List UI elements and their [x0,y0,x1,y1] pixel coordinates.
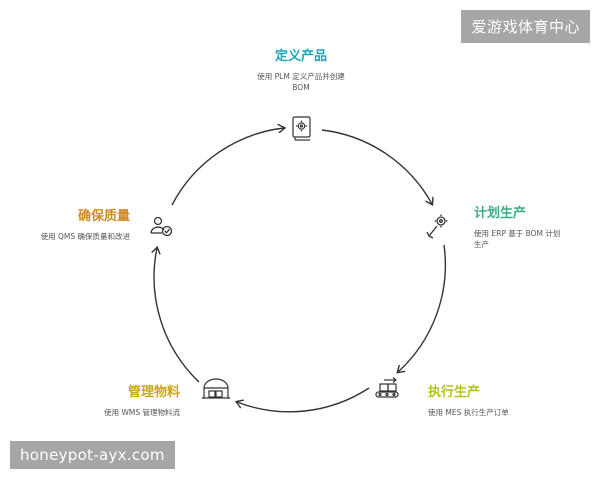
person-check-icon [150,216,173,237]
step-manage-desc: 使用 WMS 管理物料流 [104,408,180,417]
watermark-bottom-left: honeypot-ayx.com [10,441,175,469]
arrow-quality-to-define [171,128,284,206]
arrow-plan-to-execute [398,244,447,372]
warehouse-icon [202,378,230,399]
step-manage-title: 管理物料 [127,385,180,400]
step-define-title: 定义产品 [274,49,327,64]
step-manage: 管理物料 使用 WMS 管理物料流 [70,384,180,418]
watermark-top-right: 爱游戏体育中心 [461,10,590,43]
step-plan-title: 计划生产 [474,206,527,221]
step-execute-title: 执行生产 [428,385,481,400]
arrow-manage-to-quality [154,248,200,383]
step-execute: 执行生产 使用 MES 执行生产订单 [428,384,578,418]
settings-book-icon [292,116,311,141]
arrow-define-to-plan [321,129,432,204]
step-plan: 计划生产 使用 ERP 基于 BOM 计划 生产 [474,205,592,250]
step-execute-desc: 使用 MES 执行生产订单 [428,408,509,417]
step-define: 定义产品 使用 PLM 定义产品并创建 BOM [231,48,371,93]
step-quality: 确保质量 使用 QMS 确保质量和改进 [20,208,130,242]
conveyor-box-icon [375,377,399,398]
step-define-desc: 使用 PLM 定义产品并创建 BOM [257,72,345,92]
step-quality-title: 确保质量 [77,209,130,224]
step-quality-desc: 使用 QMS 确保质量和改进 [40,232,130,241]
arrow-execute-to-manage [237,387,370,413]
step-plan-desc: 使用 ERP 基于 BOM 计划 生产 [474,229,561,249]
wrench-gear-icon [426,214,448,239]
